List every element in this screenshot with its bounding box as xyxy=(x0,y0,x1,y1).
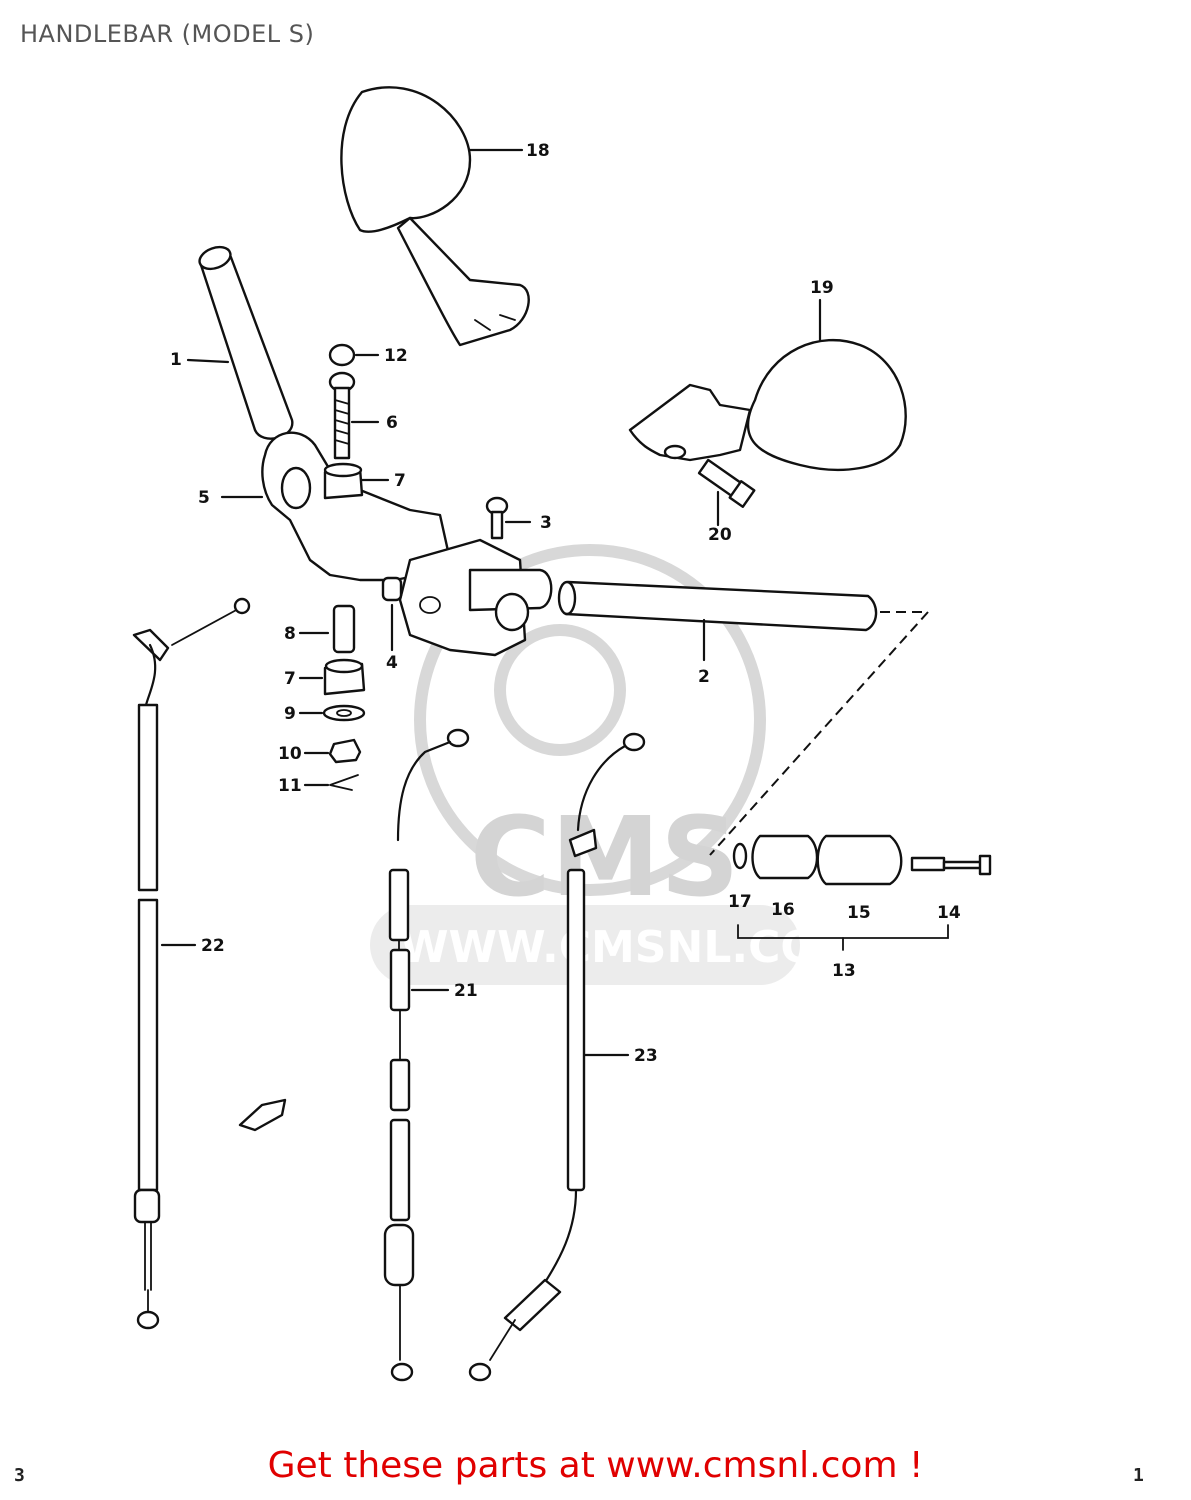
callout-8: 8 xyxy=(284,624,296,644)
callout-23: 23 xyxy=(634,1046,658,1066)
balancer-assembly-13[interactable] xyxy=(709,611,992,951)
spacer-8[interactable] xyxy=(298,604,356,654)
handlebar-right[interactable] xyxy=(468,568,878,662)
callout-5: 5 xyxy=(198,488,210,508)
callout-1: 1 xyxy=(170,350,182,370)
callout-7-lower: 7 xyxy=(284,669,296,689)
washer-9[interactable] xyxy=(298,704,366,722)
bolt-3[interactable] xyxy=(485,496,532,540)
callout-14: 14 xyxy=(937,903,961,923)
callout-9: 9 xyxy=(284,704,296,724)
direction-arrow-icon xyxy=(238,1098,287,1132)
callout-17: 17 xyxy=(728,892,752,912)
page-mark-left: 3 xyxy=(14,1465,25,1486)
handlebar-left[interactable] xyxy=(186,243,294,440)
callout-11: 11 xyxy=(278,776,302,796)
page-title: HANDLEBAR (MODEL S) xyxy=(20,20,315,48)
callout-15: 15 xyxy=(847,903,871,923)
nut-10[interactable] xyxy=(303,738,362,764)
callout-22: 22 xyxy=(201,936,225,956)
callout-labels: 1 2 3 4 5 6 7 7 8 9 10 11 12 13 14 15 16… xyxy=(170,141,961,1066)
callout-19: 19 xyxy=(810,278,834,298)
watermark-url: WWW.CMSNL.COM xyxy=(400,922,862,973)
throttle-cable-23[interactable] xyxy=(468,732,646,1382)
callout-13: 13 xyxy=(832,961,856,981)
handlebar-clamp[interactable] xyxy=(220,431,527,657)
callout-4: 4 xyxy=(386,653,398,673)
callout-16: 16 xyxy=(771,900,795,920)
rubber-7-lower[interactable] xyxy=(298,658,366,696)
bolt-20[interactable] xyxy=(697,458,756,527)
callout-20: 20 xyxy=(708,525,732,545)
callout-7-upper: 7 xyxy=(394,471,406,491)
page-mark-right: 1 xyxy=(1133,1465,1144,1486)
collar-4[interactable] xyxy=(381,576,403,652)
footer-link[interactable]: Get these parts at www.cmsnl.com ! xyxy=(267,1445,924,1486)
throttle-cable-21[interactable] xyxy=(383,728,470,1382)
mirror-right[interactable] xyxy=(628,298,907,471)
callout-2: 2 xyxy=(698,667,710,687)
clutch-cable-22[interactable] xyxy=(132,597,251,1330)
watermark-brand: CMS xyxy=(470,793,739,921)
bolt-6[interactable] xyxy=(328,371,380,460)
callout-21: 21 xyxy=(454,981,478,1001)
callout-3: 3 xyxy=(540,513,552,533)
callout-10: 10 xyxy=(278,744,302,764)
mirror-left[interactable] xyxy=(340,86,530,347)
callout-12: 12 xyxy=(384,346,408,366)
callout-18: 18 xyxy=(526,141,550,161)
cotter-pin-11[interactable] xyxy=(303,774,359,791)
cap-12[interactable] xyxy=(328,343,380,367)
watermark: CMS WWW.CMSNL.COM xyxy=(370,544,862,985)
callout-6: 6 xyxy=(386,413,398,433)
rubber-7-upper[interactable] xyxy=(323,462,390,500)
